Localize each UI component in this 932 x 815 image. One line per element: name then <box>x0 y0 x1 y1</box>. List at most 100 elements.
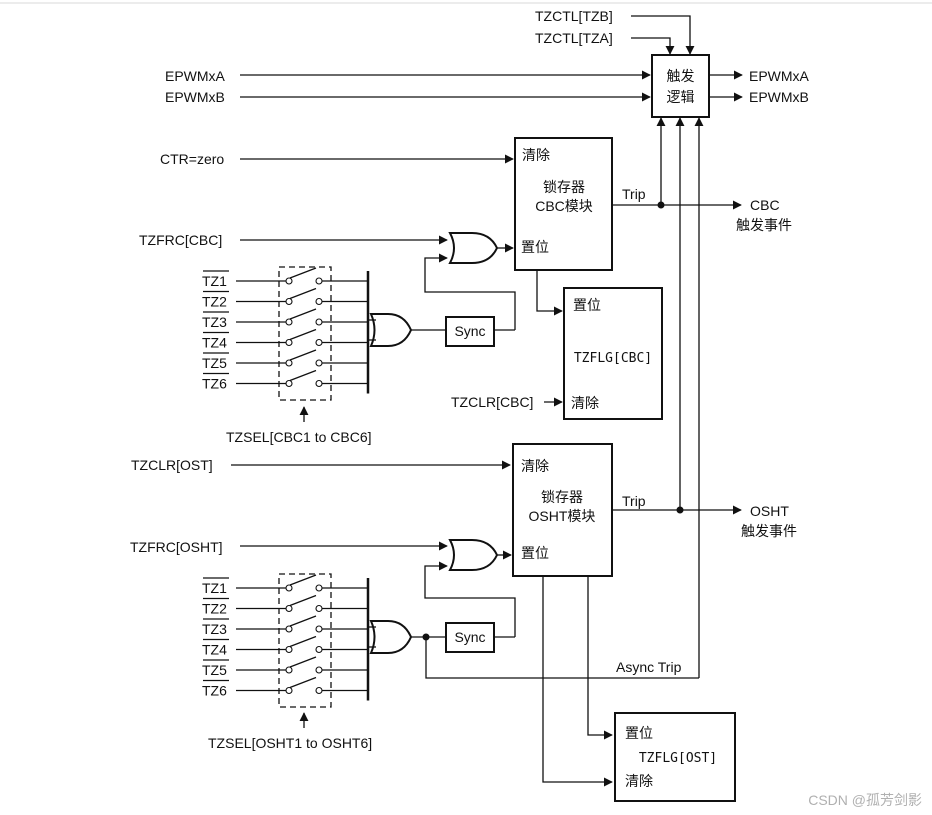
cbc-tz-label: TZ1 <box>202 273 227 289</box>
osht-switch-contact <box>285 645 293 654</box>
ost-flag-clear: 清除 <box>625 773 653 789</box>
osht-latch-block <box>512 443 613 577</box>
cbc-switch-contact <box>285 359 293 367</box>
osht-switch-contact <box>315 645 323 654</box>
osht-switch-blade <box>289 594 317 607</box>
cbc-tz-or-gate <box>369 313 413 347</box>
cbc-switch-contact <box>285 318 293 326</box>
osht-event-label2: 触发事件 <box>741 523 797 539</box>
watermark: CSDN @孤芳剑影 <box>808 792 922 808</box>
epwm-b-in-label: EPWMxB <box>165 89 225 105</box>
tzfrc-osht-label: TZFRC[OSHT] <box>130 539 223 555</box>
cbc-switch-blade <box>289 287 317 300</box>
cbc-switch-contact <box>315 379 323 388</box>
cbc-tz-label: TZ6 <box>202 376 227 392</box>
osht-switch-blade <box>289 574 317 586</box>
cbc-latch-clear: 清除 <box>522 147 550 163</box>
osht-tzsel-box <box>278 573 332 708</box>
epwm-a-in-label: EPWMxA <box>165 68 226 84</box>
cbc-switch-blade <box>289 349 317 361</box>
trip-logic-line2: 逻辑 <box>667 89 695 105</box>
osht-trip-junction <box>676 506 684 514</box>
osht-switch-contact <box>285 604 293 613</box>
cbc-latch-set: 置位 <box>521 239 549 255</box>
cbc-trip-junction <box>657 201 665 209</box>
osht-switch-blade <box>289 635 317 648</box>
osht-switch-contact <box>315 686 323 695</box>
trip-logic-block <box>651 54 710 118</box>
ctr-zero-label: CTR=zero <box>160 151 224 167</box>
cbc-or-gate <box>448 232 499 264</box>
osht-tz-label: TZ6 <box>202 683 227 699</box>
epwm-b-out-label: EPWMxB <box>749 89 809 105</box>
cbc-switch-contact <box>315 338 323 347</box>
osht-trip-label: Trip <box>622 493 646 509</box>
cbc-switch-blade <box>289 369 317 382</box>
osht-sync-label: Sync <box>454 629 485 645</box>
cbc-switch-blade <box>289 328 317 341</box>
osht-switch-contact <box>315 584 323 592</box>
tzctl-tza-label: TZCTL[TZA] <box>535 30 613 46</box>
cbc-latch-title2: CBC模块 <box>535 198 593 214</box>
cbc-switch-contact <box>285 277 293 285</box>
osht-tz-or-gate <box>369 620 413 654</box>
cbc-sync-block <box>445 316 495 347</box>
tzfrc-cbc-label: TZFRC[CBC] <box>139 232 222 248</box>
cbc-flag-block <box>563 287 663 420</box>
cbc-sync-label: Sync <box>454 323 485 339</box>
osht-tz-label: TZ5 <box>202 662 227 678</box>
osht-latch-title1: 锁存器 <box>541 489 583 505</box>
osht-or-gate <box>448 539 499 571</box>
cbc-trip-label: Trip <box>622 186 646 202</box>
cbc-latch-title1: 锁存器 <box>543 179 585 195</box>
osht-tz-label: TZ3 <box>202 621 227 637</box>
osht-latch-title2: OSHT模块 <box>529 508 596 524</box>
cbc-flag-clear: 清除 <box>571 395 599 411</box>
ost-flag-set: 置位 <box>625 725 653 741</box>
ost-flag-block <box>614 712 736 802</box>
cbc-flag-name: TZFLG[CBC] <box>574 351 652 366</box>
cbc-tz-label: TZ2 <box>202 294 227 310</box>
cbc-latch-block <box>514 137 613 271</box>
cbc-switch-blade <box>289 308 317 320</box>
osht-switch-blade <box>289 615 317 627</box>
cbc-tz-label: TZ5 <box>202 355 227 371</box>
tzsel-osht-label: TZSEL[OSHT1 to OSHT6] <box>208 735 372 751</box>
cbc-switch-contact <box>285 338 293 347</box>
cbc-tz-label: TZ3 <box>202 314 227 330</box>
tzctl-tzb-label: TZCTL[TZB] <box>535 8 613 24</box>
osht-tz-label: TZ2 <box>202 601 227 617</box>
cbc-flag-set: 置位 <box>573 297 601 313</box>
osht-latch-clear: 清除 <box>521 458 549 474</box>
tzclr-cbc-label: TZCLR[CBC] <box>451 394 533 410</box>
cbc-event-label1: CBC <box>750 197 780 213</box>
cbc-event-label2: 触发事件 <box>736 217 792 233</box>
osht-switch-contact <box>285 584 293 592</box>
osht-switch-blade <box>289 676 317 689</box>
osht-event-label1: OSHT <box>750 503 789 519</box>
osht-switch-contact <box>315 666 323 674</box>
osht-switch-contact <box>285 666 293 674</box>
ost-flag-name: TZFLG[OST] <box>639 751 717 766</box>
osht-switch-contact <box>315 604 323 613</box>
osht-switch-contact <box>315 625 323 633</box>
cbc-tz-label: TZ4 <box>202 335 227 351</box>
cbc-switch-blade <box>289 267 317 279</box>
trip-logic-line1: 触发 <box>667 68 695 84</box>
osht-latch-set: 置位 <box>521 545 549 561</box>
cbc-tzsel-box <box>278 266 332 401</box>
osht-tz-label: TZ1 <box>202 580 227 596</box>
osht-switch-contact <box>285 686 293 695</box>
epwm-a-out-label: EPWMxA <box>749 68 810 84</box>
tzsel-cbc-label: TZSEL[CBC1 to CBC6] <box>226 429 372 445</box>
cbc-switch-contact <box>315 297 323 306</box>
cbc-switch-contact <box>315 359 323 367</box>
osht-tz-label: TZ4 <box>202 642 227 658</box>
async-trip-label: Async Trip <box>616 659 682 675</box>
cbc-switch-contact <box>315 318 323 326</box>
cbc-switch-contact <box>285 297 293 306</box>
cbc-switch-contact <box>285 379 293 388</box>
